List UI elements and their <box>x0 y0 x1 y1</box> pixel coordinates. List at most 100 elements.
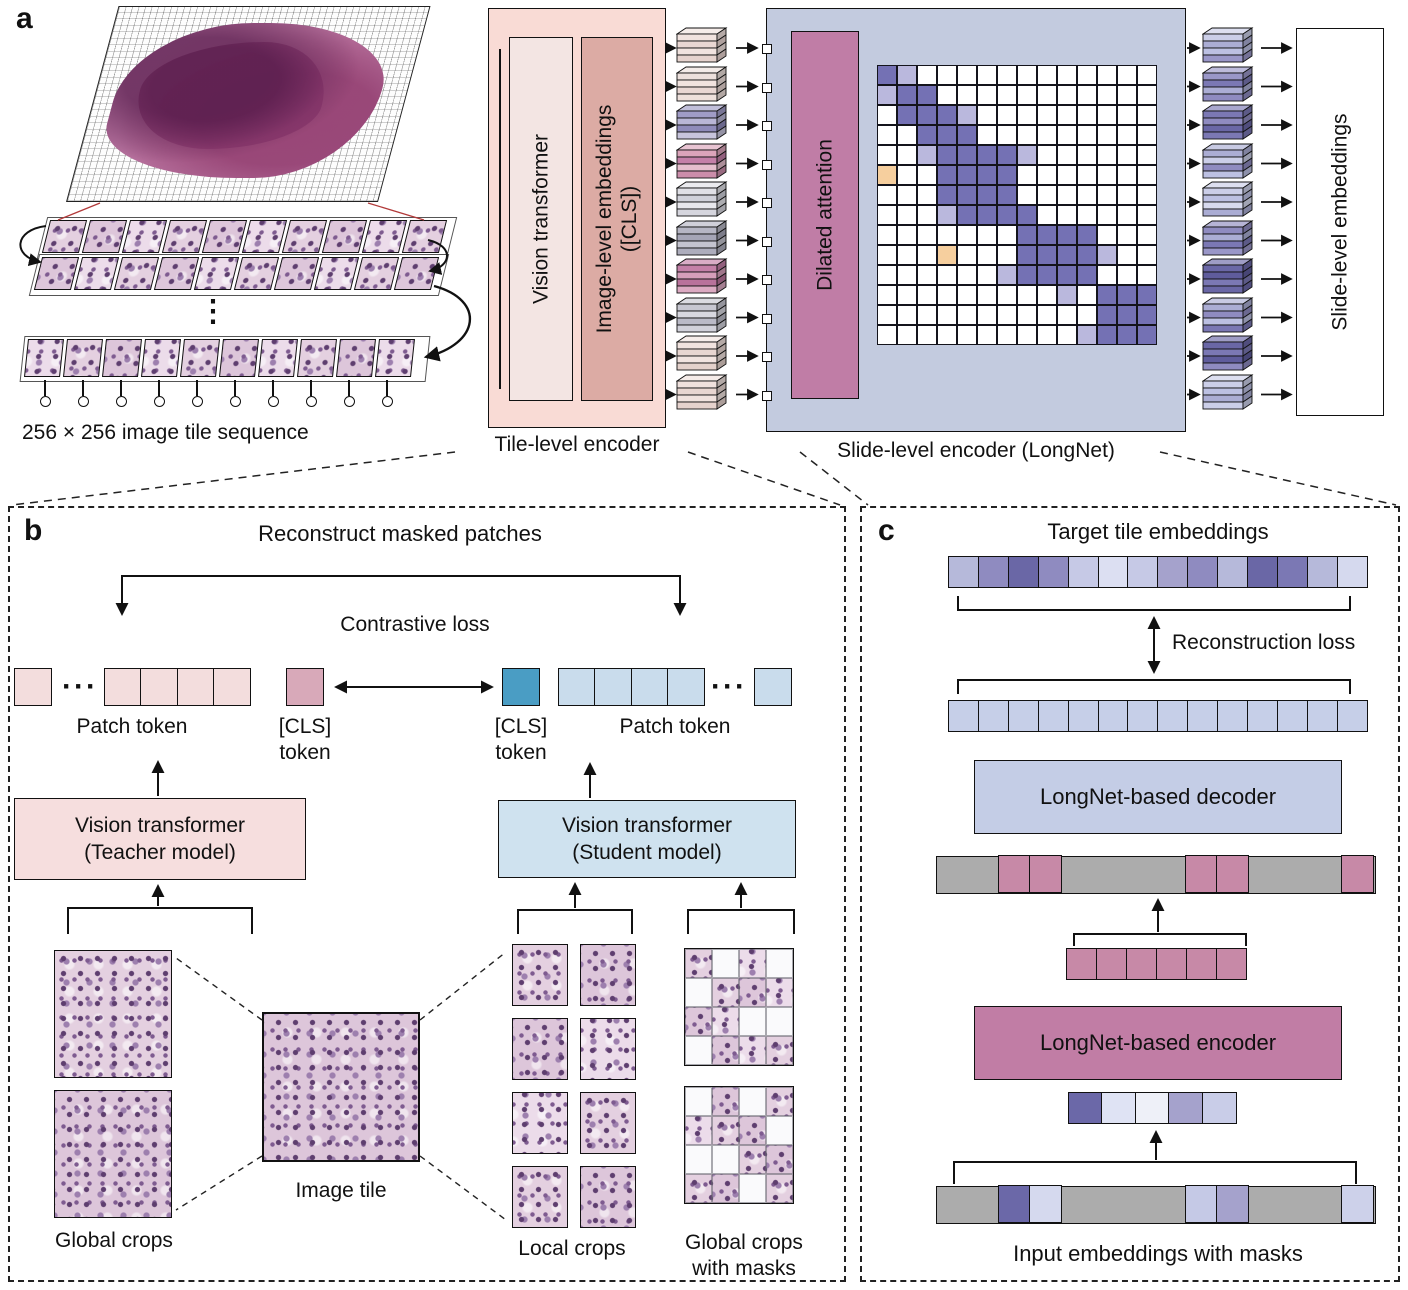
local-crops-grid <box>512 944 638 1228</box>
attention-cell <box>917 245 937 265</box>
attention-cell <box>917 305 937 325</box>
token-square <box>594 668 633 706</box>
target-embeddings-label: Target tile embeddings <box>1047 519 1269 544</box>
token-square <box>948 556 980 588</box>
attention-cell <box>1097 225 1117 245</box>
attention-cell <box>1017 245 1037 265</box>
visible-patch <box>712 1007 739 1036</box>
slide-embedding-cube-stack <box>1201 296 1260 336</box>
attention-cell <box>1137 165 1157 185</box>
masked-patch <box>739 1174 766 1203</box>
attention-cell <box>1117 205 1137 225</box>
visible-patch <box>739 1116 766 1145</box>
panel-c-border <box>860 506 1400 1282</box>
token-square <box>1097 556 1130 588</box>
attention-cell <box>977 165 997 185</box>
attention-cell <box>1037 145 1057 165</box>
attention-cell <box>1057 205 1077 225</box>
token-square <box>1306 700 1339 732</box>
global-crop-2 <box>54 1090 172 1218</box>
attention-cell <box>1017 125 1037 145</box>
attention-cell <box>897 325 917 345</box>
attention-cell <box>957 105 977 125</box>
attention-cell <box>897 225 917 245</box>
token-square <box>1067 700 1100 732</box>
attention-cell <box>877 285 897 305</box>
attention-cell <box>1037 65 1057 85</box>
histology-tile <box>336 339 376 377</box>
attention-cell <box>1037 85 1057 105</box>
slide-embedding-cube-stack <box>1201 26 1260 66</box>
vertical-ellipsis: ⋮ <box>198 295 228 328</box>
reconstruction-loss-label: Reconstruction loss <box>1172 631 1356 654</box>
attention-cell <box>917 165 937 185</box>
attention-cell <box>1077 85 1097 105</box>
attention-cell <box>917 105 937 125</box>
attention-cell <box>1117 285 1137 305</box>
histology-tile <box>313 257 360 290</box>
token-square <box>1134 1092 1170 1124</box>
attention-cell <box>1017 165 1037 185</box>
token-square <box>1007 700 1040 732</box>
attention-cell <box>897 185 917 205</box>
attention-cell <box>1037 285 1057 305</box>
patch-token-group-blue <box>558 668 706 706</box>
attention-cell <box>1077 245 1097 265</box>
image-tile-large <box>262 1012 420 1162</box>
attention-cell <box>977 125 997 145</box>
unmasked-embedding-cell <box>997 855 1031 894</box>
token-square <box>1215 948 1248 980</box>
masked-patch <box>712 949 739 978</box>
attention-cell <box>897 145 917 165</box>
attention-cell <box>1077 145 1097 165</box>
attention-cell <box>997 65 1017 85</box>
token-square <box>1276 700 1309 732</box>
token-square <box>14 668 52 706</box>
teacher-label-line1: Vision transformer <box>74 813 245 837</box>
panel-c-label: c <box>878 514 895 547</box>
token-square <box>104 668 142 706</box>
token-square <box>213 668 252 706</box>
token-square <box>1095 948 1128 980</box>
token-square <box>1125 948 1158 980</box>
attention-cell <box>997 245 1017 265</box>
attention-cell <box>897 85 917 105</box>
token-square <box>1127 556 1159 588</box>
token-square <box>1217 700 1249 732</box>
cls-token-pink <box>286 668 324 706</box>
attention-cell <box>877 305 897 325</box>
attention-cell <box>1057 225 1077 245</box>
histology-tile <box>180 339 220 377</box>
token-stem <box>348 380 350 396</box>
token-square <box>1155 948 1188 980</box>
token-square <box>1097 700 1130 732</box>
tile-encoder-caption: Tile-level encoder <box>494 433 660 456</box>
attention-cell <box>1057 185 1077 205</box>
tile-embedding-cube-stack <box>675 296 734 336</box>
visible-patch <box>685 1116 712 1145</box>
attention-cell <box>877 265 897 285</box>
masked-global-crop-2 <box>684 1086 794 1204</box>
token-square <box>1157 556 1189 588</box>
token-stem <box>158 380 160 396</box>
token-square <box>1201 1092 1237 1124</box>
visible-patch <box>766 1174 793 1203</box>
encoder-input-port <box>762 82 772 93</box>
attention-cell <box>977 305 997 325</box>
histology-tile <box>375 339 415 377</box>
attention-cell <box>1097 285 1117 305</box>
attention-cell <box>1017 65 1037 85</box>
attention-cell <box>1137 65 1157 85</box>
histology-tile <box>24 339 64 377</box>
masked-crops-label-2: with masks <box>692 1257 796 1280</box>
attention-cell <box>1137 85 1157 105</box>
local-crops-label: Local crops <box>518 1237 626 1260</box>
attention-cell <box>937 285 957 305</box>
attention-cell <box>1117 165 1137 185</box>
attention-cell <box>877 165 897 185</box>
unmasked-embedding-cell <box>1216 855 1249 894</box>
attention-cell <box>897 105 917 125</box>
attention-cell <box>997 145 1017 165</box>
token-square <box>558 668 596 706</box>
